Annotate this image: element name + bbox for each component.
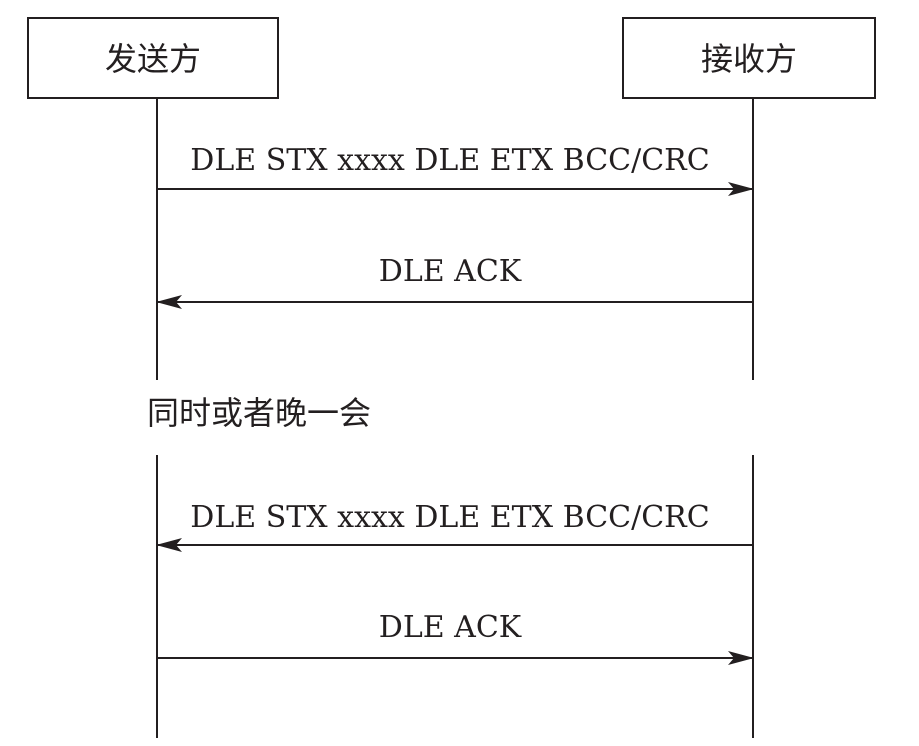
receiver-label: 接收方 bbox=[701, 40, 797, 78]
message-1-label: DLE STX xxxx DLE ETX BCC/CRC bbox=[190, 143, 709, 178]
message-3-label: DLE STX xxxx DLE ETX BCC/CRC bbox=[190, 500, 709, 535]
sender-box bbox=[27, 17, 279, 99]
timing-note: 同时或者晚一会 bbox=[147, 394, 371, 432]
receiver-box bbox=[622, 17, 876, 99]
message-4-label: DLE ACK bbox=[379, 610, 522, 645]
message-2-label: DLE ACK bbox=[379, 254, 522, 289]
sender-label: 发送方 bbox=[105, 40, 201, 78]
